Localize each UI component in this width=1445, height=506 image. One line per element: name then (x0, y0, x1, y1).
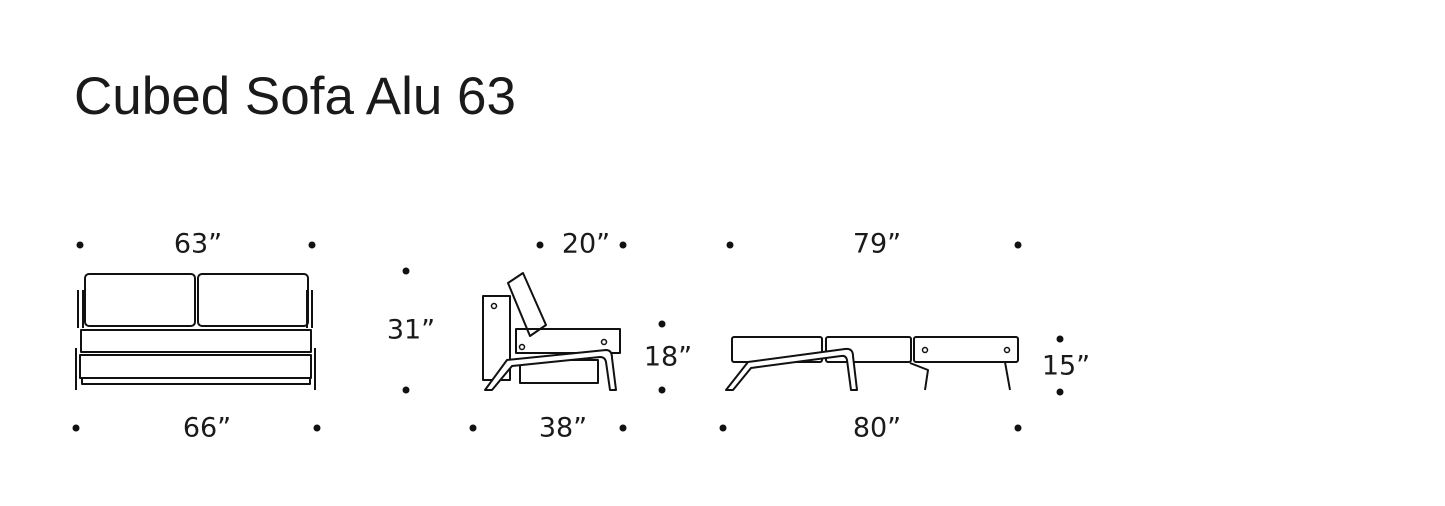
dimension-marker (469, 424, 477, 432)
dimension-marker (1056, 335, 1064, 343)
dimension-marker (313, 424, 321, 432)
dimension-marker (536, 241, 544, 249)
bed-top-length-label: 79” (852, 228, 902, 260)
dimension-marker (76, 241, 84, 249)
side-view-drawing (482, 272, 621, 391)
dimension-marker (719, 424, 727, 432)
dimension-marker (658, 320, 666, 328)
dimension-marker (1014, 241, 1022, 249)
seat-height-label: 18” (643, 341, 693, 373)
dimension-marker (402, 267, 410, 275)
bed-bottom-length-label: 80” (852, 412, 902, 444)
side-seat-depth-label: 20” (561, 228, 611, 260)
dimension-marker (619, 424, 627, 432)
dimension-marker (726, 241, 734, 249)
dimension-marker (1014, 424, 1022, 432)
dimension-marker (658, 386, 666, 394)
dimension-marker (402, 386, 410, 394)
bed-view-drawing (725, 336, 1019, 391)
height-label: 31” (386, 314, 436, 346)
dimension-marker (72, 424, 80, 432)
bed-height-label: 15” (1041, 350, 1091, 382)
front-top-width-label: 63” (173, 228, 223, 260)
dimension-marker (1056, 388, 1064, 396)
dimension-marker (619, 241, 627, 249)
side-depth-label: 38” (538, 412, 588, 444)
product-title: Cubed Sofa Alu 63 (74, 67, 517, 126)
front-bottom-width-label: 66” (182, 412, 232, 444)
front-view-drawing (75, 273, 316, 390)
dimension-marker (308, 241, 316, 249)
